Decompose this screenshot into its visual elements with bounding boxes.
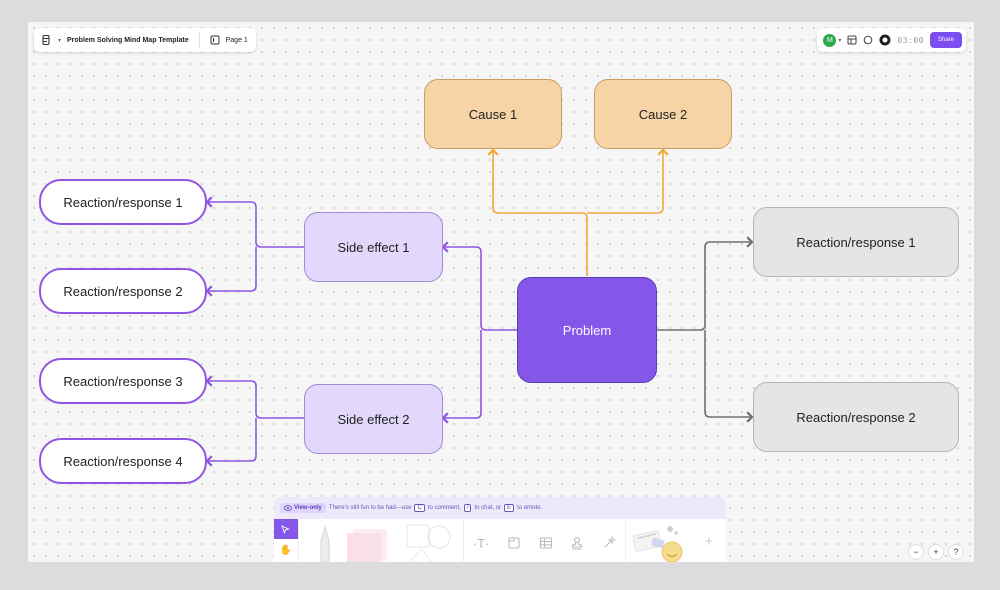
cause-connectors [487,148,669,276]
view-only-label: View-only [294,505,322,511]
hand-icon: ✋ [279,544,293,556]
sticky-note-front [352,529,387,561]
zoom-in-button[interactable]: + [928,544,944,560]
emoji-sticker [661,541,683,562]
drawing-tools [299,519,464,562]
sticker-dot [674,531,678,535]
cause-node-label: Cause 1 [468,106,518,122]
stamp-icon[interactable] [570,536,584,550]
select-tool[interactable] [274,519,298,539]
cause-node-1[interactable]: Cause 1 [424,79,562,149]
left-response-node-2[interactable]: Reaction/response 2 [39,268,207,314]
response-node-label: Reaction/response 4 [63,453,183,469]
sticker-tag [651,537,665,549]
divider [198,32,200,48]
figjam-menu-icon[interactable] [42,35,52,45]
section-icon[interactable] [507,536,521,550]
right-response-connectors [657,236,754,423]
side-effect-node-label: Side effect 2 [337,411,410,427]
right-response-node-2[interactable]: Reaction/response 2 [753,382,959,452]
comment-icon[interactable] [863,35,873,45]
stickers-widgets[interactable]: + [626,519,726,562]
drawing-tools-preview [320,524,451,562]
emoji-sticker-smile [666,553,678,557]
hand-tool[interactable]: ✋ [274,539,298,561]
right-response-node-1[interactable]: Reaction/response 1 [753,207,959,277]
left-response-node-3[interactable]: Reaction/response 3 [39,358,207,404]
cause-node-label: Cause 2 [638,106,688,122]
collab-toolbar: M ▾ 03:00 Share [817,28,966,52]
left-response-node-4[interactable]: Reaction/response 4 [39,438,207,484]
pen-tool [320,525,330,562]
share-button[interactable]: Share [929,32,962,48]
response-node-label: Reaction/response 3 [63,373,183,389]
shape-square [406,524,430,548]
shortcut-key: / [463,504,472,512]
page-icon[interactable] [210,35,220,45]
notice-text: to comment, [427,505,461,511]
page-label[interactable]: Page 1 [225,36,248,44]
cause-node-2[interactable]: Cause 2 [594,79,732,149]
zoom-controls: − + ? [908,544,964,560]
view-only-notice: View-only There's still fun to be had—us… [274,497,726,519]
bottom-toolbar-panel: View-only There's still fun to be had—us… [274,497,726,562]
file-toolbar: ▾ Problem Solving Mind Map Template Page… [34,28,256,52]
response-node-label: Reaction/response 2 [63,283,183,299]
side-effect-node-1[interactable]: Side effect 1 [304,212,443,282]
sticker-card [632,530,662,552]
shortcut-key: C [414,504,425,512]
side-effect-connectors [205,196,517,467]
table-icon[interactable] [539,536,553,550]
notice-text: There's still fun to be had—use [328,505,412,511]
response-node-label: Reaction/response 1 [63,194,183,210]
notice-text: to chat, or [474,505,502,511]
shape-circle [427,525,451,549]
chevron-down-icon[interactable]: ▾ [838,37,842,44]
add-widget-plus: + [704,534,714,548]
creation-toolbar: ✋ ·T· [274,519,726,562]
left-response-node-1[interactable]: Reaction/response 1 [39,179,207,225]
response-node-label: Reaction/response 1 [796,234,916,250]
mode-switcher: ✋ [274,519,299,562]
avatar[interactable]: M [823,33,837,47]
notice-text: to emote. [517,505,543,511]
problem-node[interactable]: Problem [517,277,657,383]
shortcut-key: E [504,504,515,512]
response-node-label: Reaction/response 2 [796,409,916,425]
chevron-down-icon[interactable]: ▾ [58,37,62,44]
layout-icon[interactable] [847,35,857,45]
timer-icon[interactable] [879,34,891,46]
eye-icon [284,505,292,511]
view-only-badge: View-only [280,503,326,513]
text-icon[interactable]: ·T· [472,535,490,551]
problem-node-label: Problem [562,322,612,338]
side-effect-node-label: Side effect 1 [337,239,410,255]
side-effect-node-2[interactable]: Side effect 2 [304,384,443,454]
sticker-dot [667,526,673,532]
sticker-pack-preview: + [632,526,714,562]
cursor-icon [281,524,291,534]
sticker-card-line [637,533,657,539]
zoom-out-button[interactable]: − [908,544,924,560]
ai-sparkle-icon[interactable] [602,536,617,550]
help-button[interactable]: ? [948,544,964,560]
connector-lines [205,148,754,467]
timer-display[interactable]: 03:00 [897,35,924,45]
shape-triangle [409,548,433,562]
whiteboard-canvas[interactable]: Cause 1 Cause 2 Problem Side effect 1 Si… [28,22,974,562]
file-title[interactable]: Problem Solving Mind Map Template [67,36,189,44]
insert-tools: ·T· [464,519,626,562]
